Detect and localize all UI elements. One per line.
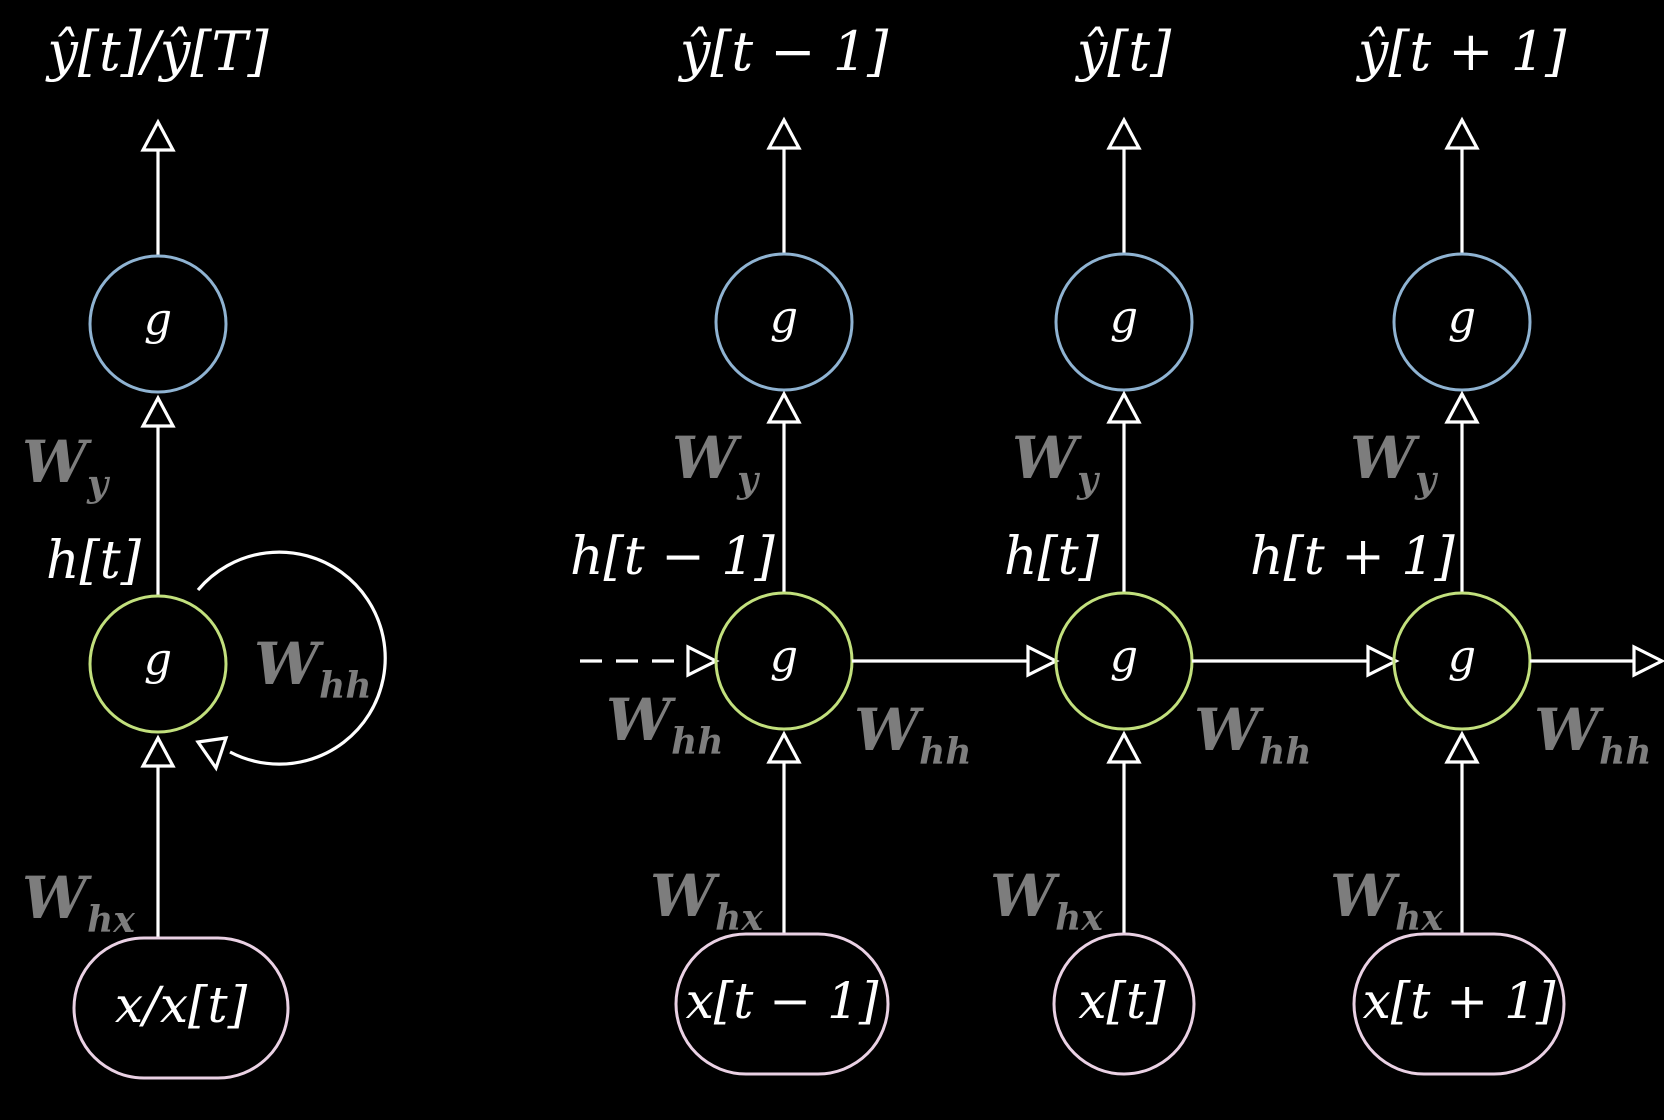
step1-hy-arrowhead (1106, 390, 1142, 424)
incoming-state-arrowhead (686, 644, 720, 678)
step0-hy-arrowhead (766, 390, 802, 424)
folded-state-label: h[t] (46, 531, 142, 591)
step0-weight-hh: Whh (854, 696, 972, 773)
step2-hy-arrowhead (1444, 390, 1480, 424)
step1-output-node-label: g (1110, 292, 1138, 343)
step1-output-label: ŷ[t] (1075, 20, 1172, 83)
folded-recurrent-loop (196, 550, 387, 766)
folded-input-node (72, 936, 290, 1080)
step2-state-label: h[t + 1] (1250, 527, 1455, 587)
step2-xh-arrowhead (1444, 730, 1480, 764)
folded-hidden-node-label: g (144, 634, 172, 685)
folded-output-arrowhead (140, 118, 176, 152)
folded-output-node-label: g (144, 294, 172, 345)
step2-weight-hh: Whh (1534, 696, 1652, 773)
step1-state-label: h[t] (1004, 527, 1100, 587)
step2-output-arrowhead (1444, 116, 1480, 150)
step2-input-node (1352, 932, 1566, 1076)
folded-weight-y: Wy (22, 428, 110, 505)
folded-recurrent-arrowhead (195, 736, 229, 772)
step2-output-node (1392, 252, 1532, 392)
step1-output-node (1054, 252, 1194, 392)
step0-input-node (674, 932, 890, 1076)
unrolled-rnn: Whh ŷ[t − 1] g Wy h[t − 1] g Whx x[t − 1… (570, 20, 1664, 1076)
step0-xh-arrowhead (766, 730, 802, 764)
unrolled-step-t-minus-1: ŷ[t − 1] g Wy h[t − 1] g Whx x[t − 1] Wh… (570, 20, 1060, 1076)
step0-output-label: ŷ[t − 1] (678, 20, 889, 83)
step2-input-label: x[t + 1] (1363, 972, 1556, 1030)
step2-output-node-label: g (1448, 292, 1476, 343)
folded-hidden-node (88, 594, 228, 734)
step1-to-step2-arrowhead (1366, 644, 1400, 678)
step1-input-node (1052, 932, 1196, 1076)
step0-hidden-node-label: g (770, 631, 798, 682)
folded-hy-arrowhead (140, 394, 176, 428)
folded-weight-hh: Whh (254, 630, 372, 707)
step1-weight-hx: Whx (990, 862, 1103, 939)
folded-rnn: ŷ[t]/ŷ[T] g Wy h[t] g Whh Whx x/x[t] (22, 20, 387, 1080)
step1-weight-hh: Whh (1194, 696, 1312, 773)
step0-input-label: x[t − 1] (686, 972, 879, 1030)
folded-weight-hx: Whx (22, 864, 135, 941)
step1-hidden-node-label: g (1110, 631, 1138, 682)
step2-hidden-node-label: g (1448, 631, 1476, 682)
folded-xh-arrowhead (140, 734, 176, 768)
unrolled-step-t: ŷ[t] g Wy h[t] g Whx x[t] Whh (990, 20, 1400, 1076)
step0-weight-y: Wy (672, 424, 760, 501)
unrolled-step-t-plus-1: ŷ[t + 1] g Wy h[t + 1] g Whx x[t + 1] Wh… (1250, 20, 1664, 1076)
step2-weight-y: Wy (1350, 424, 1438, 501)
step1-xh-arrowhead (1106, 730, 1142, 764)
folded-input-label: x/x[t] (115, 976, 248, 1034)
step0-output-node-label: g (770, 292, 798, 343)
incoming-weight-hh: Whh (606, 686, 724, 763)
step0-weight-hx: Whx (650, 862, 763, 939)
step0-state-label: h[t − 1] (570, 527, 775, 587)
outgoing-state-arrowhead (1632, 644, 1664, 678)
step0-to-step1-arrowhead (1026, 644, 1060, 678)
step2-weight-hx: Whx (1330, 862, 1443, 939)
step2-output-label: ŷ[t + 1] (1356, 20, 1567, 83)
folded-output-node (88, 254, 228, 394)
step0-output-arrowhead (766, 116, 802, 150)
step0-output-node (714, 252, 854, 392)
folded-output-label: ŷ[t]/ŷ[T] (45, 20, 269, 83)
step1-output-arrowhead (1106, 116, 1142, 150)
step1-input-label: x[t] (1078, 972, 1166, 1030)
step1-weight-y: Wy (1012, 424, 1100, 501)
